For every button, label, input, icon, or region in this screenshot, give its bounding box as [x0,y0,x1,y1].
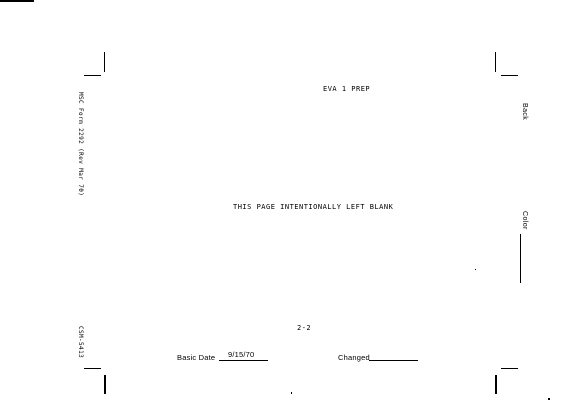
crop-mark [495,375,497,394]
speck [548,398,550,400]
basic-date-value: 9/15/70 [228,350,255,359]
crop-mark [104,375,106,394]
changed-label: Changed [338,353,370,362]
color-underline [520,234,521,283]
changed-underline [369,360,418,361]
crop-mark [84,368,101,369]
crop-mark [0,0,34,2]
crop-mark [495,52,496,72]
crop-mark [501,75,518,76]
back-label: Back [521,103,528,121]
page-number: 2-2 [297,324,312,332]
page-title: EVA 1 PREP [323,85,371,93]
basic-date-underline [219,360,268,361]
document-code-text: CSM-5413 [77,326,84,359]
speck [291,392,292,394]
crop-mark [104,52,105,72]
color-label: Color [521,211,528,230]
speck [475,269,476,270]
crop-mark [501,368,518,369]
blank-page-notice: THIS PAGE INTENTIONALLY LEFT BLANK [233,203,394,211]
basic-date-label: Basic Date [177,353,216,362]
form-number-text: MSC Form 2292 (Rev Mar 70) [77,92,84,197]
crop-mark [84,75,101,76]
